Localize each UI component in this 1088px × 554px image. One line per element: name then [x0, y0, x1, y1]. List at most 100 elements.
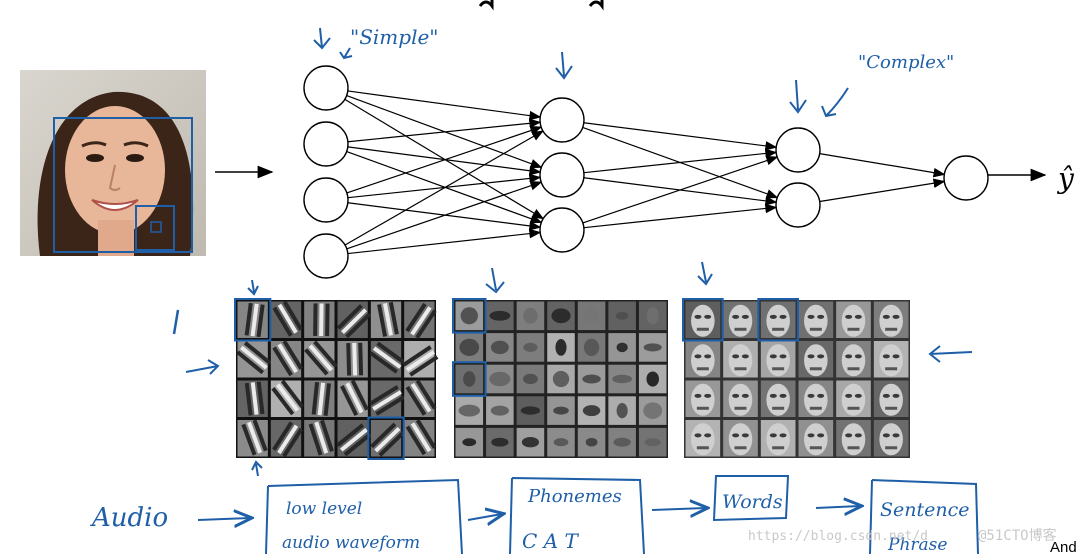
sentence-box [869, 479, 979, 554]
edge-cell [270, 300, 303, 338]
edge-cell [404, 379, 437, 417]
edge-cell [369, 341, 406, 378]
edge-cell [236, 341, 272, 378]
part-cell [577, 427, 606, 457]
edge-cell [370, 301, 402, 338]
face-cell [836, 341, 871, 378]
edge-cell [336, 420, 372, 457]
network-node [539, 152, 585, 198]
network-edge [347, 90, 542, 121]
part-grid [452, 298, 668, 458]
part-cell [638, 396, 667, 425]
face-cell [685, 341, 721, 378]
part-cell [577, 301, 606, 331]
edge-cell [404, 301, 437, 339]
layer2-marker [555, 51, 573, 80]
edge-cell [337, 341, 368, 378]
face-cell [798, 380, 834, 417]
part-cell [486, 427, 514, 457]
phonemes-label: Phonemes [527, 486, 622, 507]
part-cell [608, 427, 636, 457]
network-node [303, 177, 349, 223]
part-cell [547, 427, 575, 457]
audio-label: Audio [90, 503, 168, 533]
part-cell [547, 364, 575, 394]
network-edge [583, 122, 778, 151]
output-label: ŷ [1056, 162, 1075, 195]
phrase-label: Phrase [887, 535, 947, 554]
words-label: Words [722, 491, 783, 513]
part-cell [608, 396, 636, 425]
phonemes-box [509, 477, 645, 554]
grid2-marker [485, 267, 505, 294]
low-level-line2: audio waveform [282, 533, 420, 553]
low-level-line1: low level [286, 499, 362, 519]
face-photo [20, 70, 206, 256]
part-cell [577, 333, 606, 362]
face-cell [873, 341, 909, 378]
highlight-box [757, 298, 799, 342]
face-cell [836, 380, 871, 417]
network-nodes [303, 65, 989, 279]
network-edge [583, 203, 778, 229]
face-cell [760, 420, 796, 457]
edge-grid [234, 298, 439, 460]
edge-cell [270, 420, 304, 458]
face-cell [873, 420, 909, 457]
watermark-url: https://blog.csdn.net/d [748, 529, 928, 544]
phonemes-letters: C A T [522, 529, 579, 553]
edge-cell [404, 419, 437, 457]
highlight-box [367, 416, 405, 460]
highlight-box [682, 298, 724, 342]
part-cell [486, 364, 514, 394]
part-cell [516, 396, 545, 425]
network-node [943, 155, 989, 201]
edge-cell [304, 301, 335, 338]
part-cell [577, 396, 606, 425]
part-cell [455, 333, 484, 362]
part-cell [486, 301, 514, 331]
edge-cell [304, 419, 335, 457]
audio-pipeline: Audio low level audio waveform Phonemes … [90, 475, 979, 554]
complex-label: "Complex" [858, 52, 954, 73]
network-edge [347, 118, 542, 143]
part-cell [638, 427, 667, 457]
face-cell [723, 341, 758, 378]
part-cell [638, 301, 667, 331]
network-edge [583, 148, 778, 174]
face-cell [760, 301, 796, 338]
part-cell [486, 333, 514, 362]
part-cell [455, 364, 484, 394]
network-node [303, 233, 349, 279]
highlight-box [452, 298, 487, 334]
part-cell [547, 333, 575, 362]
edge-cell [237, 380, 268, 417]
part-cell [608, 301, 636, 331]
face-cell [723, 420, 758, 457]
simple-label: "Simple" [350, 25, 439, 49]
part-cell [455, 427, 484, 457]
network-edge [582, 155, 779, 224]
face-cell [685, 301, 721, 338]
face-cell [760, 341, 796, 378]
edge-cell [304, 340, 338, 378]
part-cell [516, 427, 545, 457]
sentence-label: Sentence [880, 499, 970, 521]
part-cell [516, 301, 545, 331]
edge-cell [336, 301, 372, 339]
face-cell [723, 301, 758, 338]
face-cell [836, 420, 871, 457]
network-edge [344, 130, 544, 246]
part-cell [516, 364, 545, 394]
face-cell [723, 380, 758, 417]
network-node [539, 207, 585, 253]
left-arrow-in [185, 359, 220, 375]
feature-grids [234, 298, 910, 460]
part-cell [516, 333, 545, 362]
right-arrow-in [928, 345, 973, 363]
part-cell [638, 333, 667, 362]
network-node [303, 121, 349, 167]
part-cell [608, 364, 636, 394]
face-cell [798, 301, 834, 338]
part-cell [486, 396, 514, 425]
